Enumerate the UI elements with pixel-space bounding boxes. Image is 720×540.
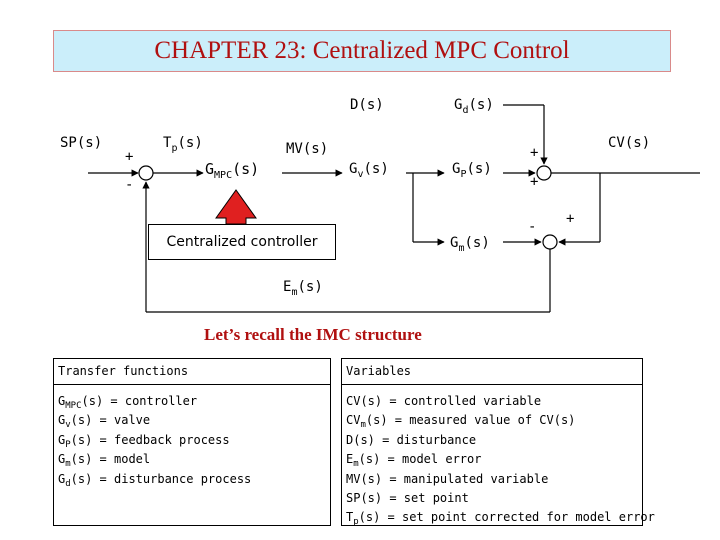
summing-junction-right [536,165,552,181]
left-plus-sign: + [125,149,134,165]
list-item: MV(s) = manipulated variable [346,471,549,486]
sp-label: SP(s) [60,135,103,151]
list-item: Gv(s) = valve [58,413,151,431]
em-label: Em(s) [283,279,323,298]
bottom-minus-sign: - [528,219,537,235]
centralized-controller-box: Centralized controller [148,224,336,260]
list-item: CV(s) = controlled variable [346,394,542,408]
list-item: Gm(s) = model [58,452,151,470]
list-item: SP(s) = set point [346,490,469,505]
list-item: Tp(s) = set point corrected for model er… [346,510,655,528]
summing-junction-left [138,165,154,181]
list-item: GMPC(s) = controller [58,394,198,411]
gm-label: Gm(s) [450,235,490,254]
mv-label: MV(s) [286,141,329,157]
gv-label: Gv(s) [349,161,389,180]
transfer-functions-heading: Transfer functions [54,359,330,385]
variables-heading: Variables [342,359,642,385]
right-plus-bottom-sign: + [530,174,539,190]
page-title: CHAPTER 23: Centralized MPC Control [154,37,570,64]
list-item: Gd(s) = disturbance process [58,471,252,489]
summing-junction-bottom [542,234,558,250]
list-item: Em(s) = model error [346,452,482,470]
list-item: CVm(s) = measured value of CV(s) [346,413,576,431]
ds-label: D(s) [350,97,384,113]
tp-label: Tp(s) [163,135,203,154]
list-item: D(s) = disturbance [346,432,477,447]
left-minus-sign: - [125,177,134,193]
bottom-plus-sign: + [566,211,575,227]
title-banner: CHAPTER 23: Centralized MPC Control [53,30,671,72]
list-item: GP(s) = feedback process [58,432,230,450]
gmpc-label: GMPC(s) [205,160,260,181]
gd-label: Gd(s) [454,97,494,116]
right-plus-top-sign: + [530,145,539,161]
gp-label: GP(s) [452,161,492,180]
imc-caption: Let’s recall the IMC structure [204,325,422,344]
controller-up-arrow [215,189,257,225]
cv-label: CV(s) [608,135,651,151]
